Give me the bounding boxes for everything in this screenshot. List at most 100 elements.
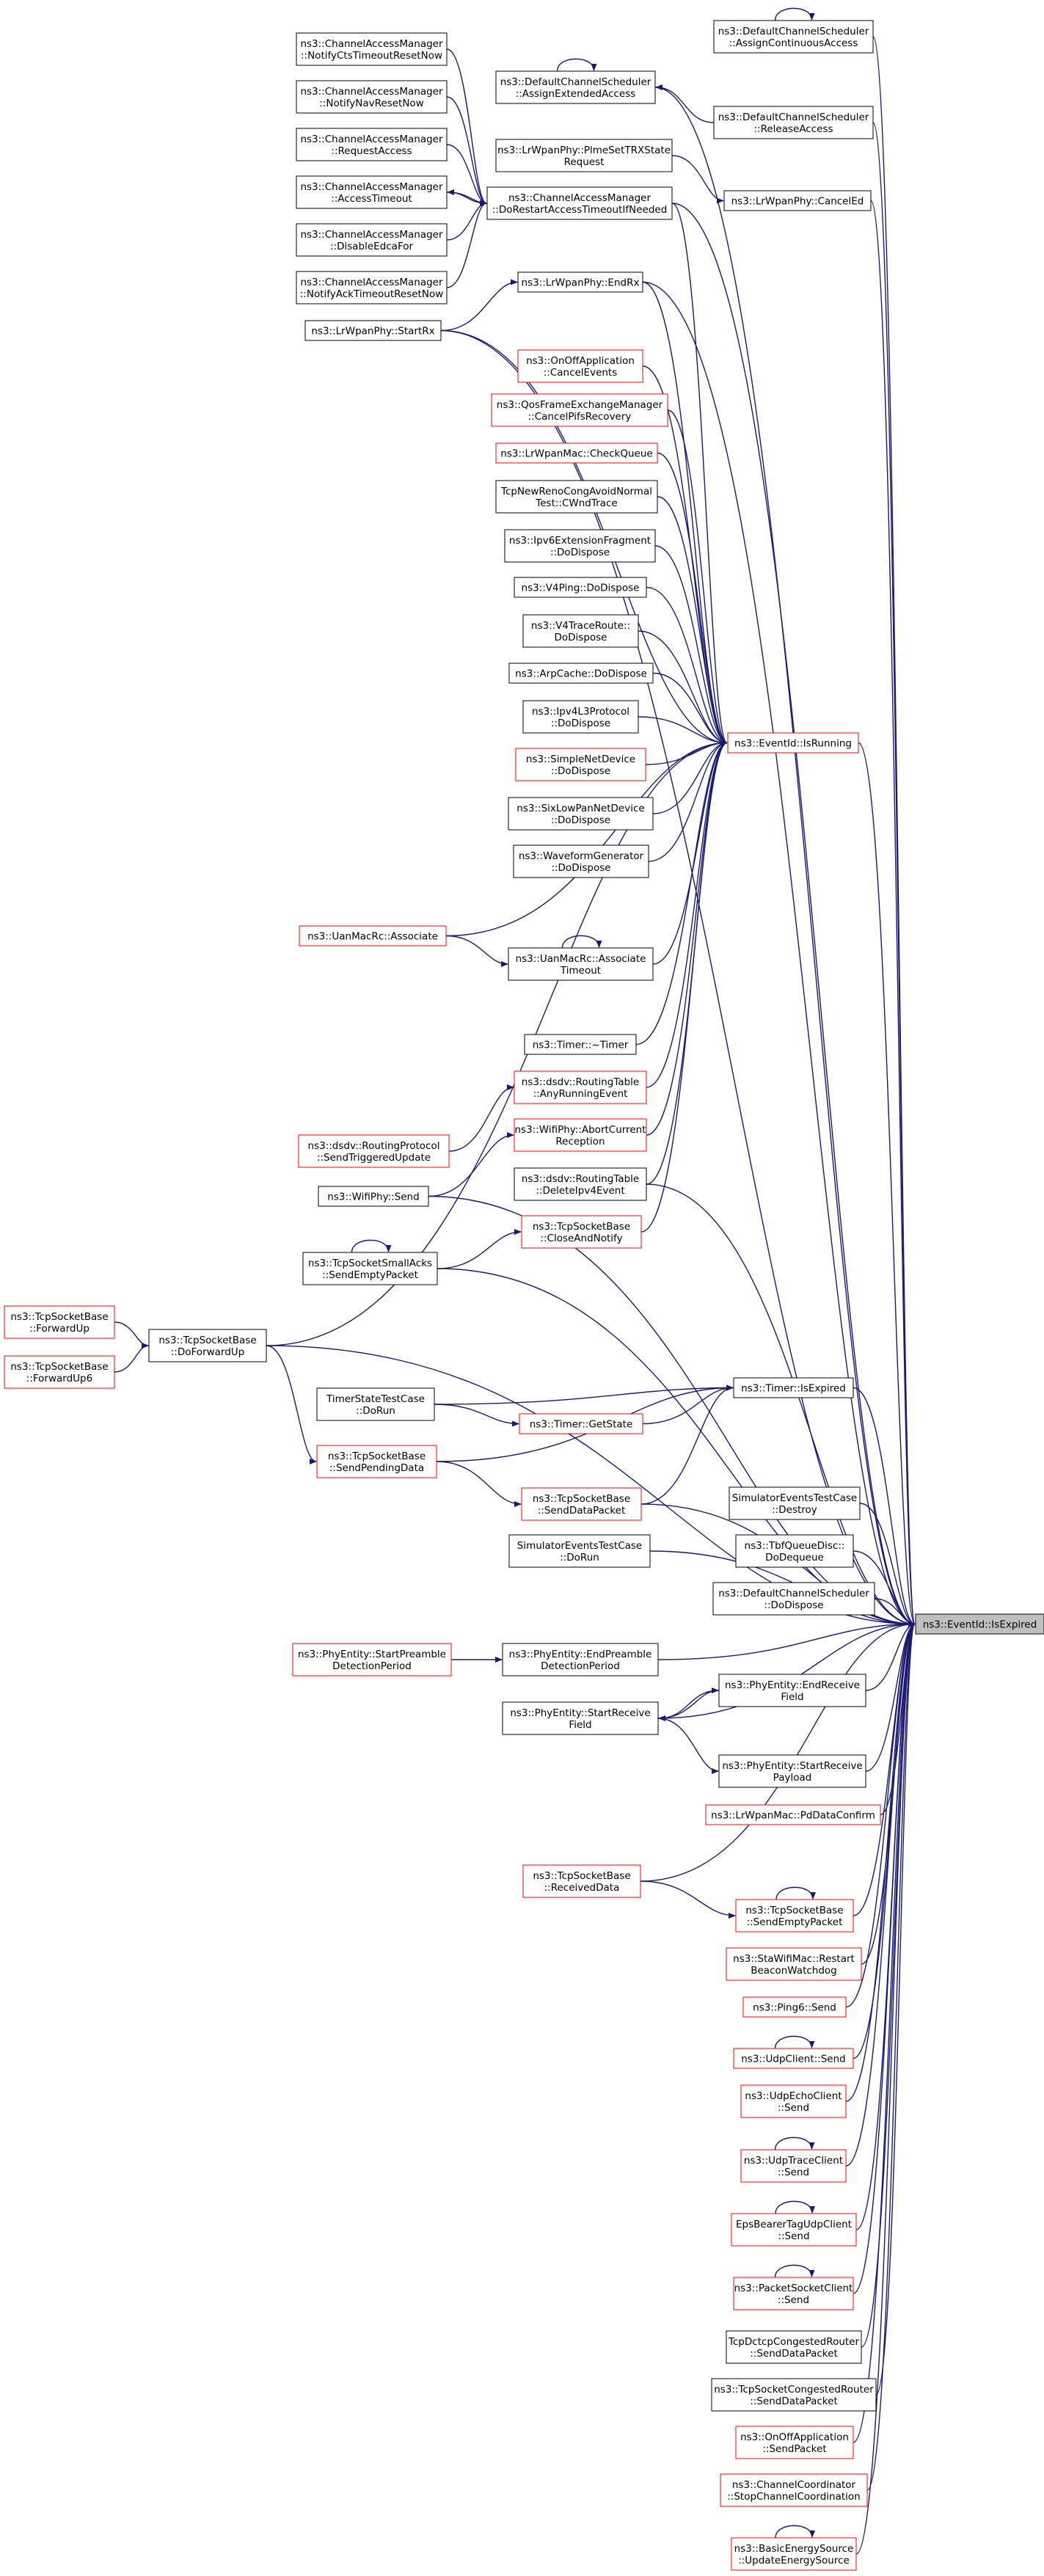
node-simevents-dorun[interactable]: SimulatorEventsTestCase::DoRun — [508, 1534, 651, 1568]
node-cam-dorestart[interactable]: ns3::ChannelAccessManager::DoRestartAcce… — [486, 186, 673, 220]
node-tcpsb-closenotify[interactable]: ns3::TcpSocketBase::CloseAndNotify — [521, 1215, 642, 1249]
node-ping6-send[interactable]: ns3::Ping6::Send — [742, 1996, 847, 2018]
node-simplenet[interactable]: ns3::SimpleNetDevice::DoDispose — [515, 748, 646, 781]
node-onoff-sendpacket[interactable]: ns3::OnOffApplication::SendPacket — [735, 2426, 854, 2459]
node-cam-notifycts[interactable]: ns3::ChannelAccessManager::NotifyCtsTime… — [296, 32, 448, 66]
node-box — [148, 1329, 267, 1362]
node-timer-dtor[interactable]: ns3::Timer::~Timer — [524, 1034, 637, 1055]
node-tbf-dequeue[interactable]: ns3::TbfQueueDisc::DoDequeue — [735, 1534, 854, 1568]
node-lrphy-cancelEd[interactable]: ns3::LrWpanPhy::CancelEd — [723, 190, 872, 211]
node-tcpsb-fwdup6[interactable]: ns3::TcpSocketBase::ForwardUp6 — [4, 1355, 115, 1389]
node-epsbearer-send[interactable]: EpsBearerTagUdpClient::Send — [731, 2213, 857, 2247]
node-isrunning[interactable]: ns3::EventId::IsRunning — [727, 732, 859, 754]
call-edge-dcs_assignext-to-isexpired — [654, 87, 916, 1627]
node-tcpsmallacks[interactable]: ns3::TcpSocketSmallAcks::SendEmptyPacket — [302, 1252, 438, 1285]
call-edge-tcpsocketcong_send-to-isexpired — [875, 1621, 916, 2396]
node-label: ::DisableEdcaFor — [330, 241, 414, 252]
call-edge-timer_dtor-to-isrunning — [635, 740, 728, 1046]
node-dsdv-delete[interactable]: ns3::dsdv::RoutingTable::DeleteIpv4Event — [514, 1167, 647, 1201]
node-dsdv-sendtrig[interactable]: ns3::dsdv::RoutingProtocol::SendTriggere… — [298, 1134, 450, 1168]
node-phy-endpreamble[interactable]: ns3::PhyEntity::EndPreambleDetectionPeri… — [502, 1643, 659, 1676]
node-waveform[interactable]: ns3::WaveformGenerator::DoDispose — [513, 844, 649, 878]
node-dcs-assignext[interactable]: ns3::DefaultChannelScheduler::AssignExte… — [495, 70, 656, 104]
node-box — [915, 1613, 1044, 1635]
node-ipv6ext[interactable]: ns3::Ipv6ExtensionFragment::DoDispose — [504, 529, 656, 563]
node-arpcache[interactable]: ns3::ArpCache::DoDispose — [508, 663, 654, 684]
call-edge-phy_startpayload-to-isexpired — [865, 1621, 916, 1772]
node-dcs-dispose[interactable]: ns3::DefaultChannelScheduler::DoDispose — [712, 1582, 875, 1616]
node-udptrace-send[interactable]: ns3::UdpTraceClient::Send — [740, 2149, 847, 2183]
node-v4trace[interactable]: ns3::V4TraceRoute::DoDispose — [522, 614, 639, 648]
node-box — [718, 1674, 866, 1707]
node-isexpired[interactable]: ns3::EventId::IsExpired — [915, 1613, 1044, 1635]
call-edge-dcs_assignext-to-dcs_assignext — [556, 58, 597, 72]
node-sixlowpan[interactable]: ns3::SixLowPanNetDevice::DoDispose — [508, 797, 654, 831]
node-v4ping[interactable]: ns3::V4Ping::DoDispose — [514, 577, 647, 598]
node-box — [718, 1754, 866, 1788]
node-timer-getstate[interactable]: ns3::Timer::GetState — [519, 1413, 643, 1434]
node-tcpsb-doforward[interactable]: ns3::TcpSocketBase::DoForwardUp — [148, 1329, 267, 1362]
node-dsdv-anyrunning[interactable]: ns3::dsdv::RoutingTable::AnyRunningEvent — [514, 1070, 647, 1104]
node-tcpsb-fwdup[interactable]: ns3::TcpSocketBase::ForwardUp — [4, 1305, 115, 1339]
node-packetsocket-send[interactable]: ns3::PacketSocketClient::Send — [733, 2277, 854, 2310]
node-label: ns3::WaveformGenerator — [519, 850, 644, 862]
node-label: ::NotifyNavResetNow — [319, 98, 423, 109]
node-label: ::SendPacket — [762, 2443, 826, 2455]
node-label: Payload — [773, 1772, 812, 1784]
node-udpclient-send[interactable]: ns3::UdpClient::Send — [733, 2048, 854, 2069]
node-box — [522, 1864, 641, 1898]
node-box — [519, 1413, 643, 1434]
node-tcpsb-sendempty[interactable]: ns3::TcpSocketBase::SendEmptyPacket — [735, 1899, 854, 1933]
node-label: ns3::PhyEntity::EndPreamble — [509, 1649, 652, 1660]
node-box — [735, 1534, 854, 1568]
node-uan-assoc[interactable]: ns3::UanMacRc::Associate — [299, 925, 447, 946]
node-label: ::DoDispose — [764, 1599, 823, 1611]
node-box — [508, 1534, 651, 1568]
node-wifiphy-send[interactable]: ns3::WifiPhy::Send — [318, 1186, 429, 1207]
node-lrphy-startrx[interactable]: ns3::LrWpanPhy::StartRx — [304, 320, 442, 341]
node-basicenergy-update[interactable]: ns3::BasicEnergySource::UpdateEnergySour… — [731, 2537, 857, 2571]
node-box — [735, 1899, 854, 1933]
node-dcs-assigncont[interactable]: ns3::DefaultChannelScheduler::AssignCont… — [713, 20, 874, 54]
node-lrphy-endrx[interactable]: ns3::LrWpanPhy::EndRx — [517, 271, 643, 293]
node-lrmac-checkq[interactable]: ns3::LrWpanMac::CheckQueue — [495, 442, 658, 464]
node-cam-notifyack[interactable]: ns3::ChannelAccessManager::NotifyAckTime… — [296, 271, 448, 304]
node-simevents-destroy[interactable]: SimulatorEventsTestCase::Destroy — [729, 1486, 861, 1520]
node-tcpsocketcong-send[interactable]: ns3::TcpSocketCongestedRouter::SendDataP… — [711, 2378, 877, 2412]
node-timer-isexpired[interactable]: ns3::Timer::IsExpired — [733, 1377, 854, 1398]
node-chcoord-stop[interactable]: ns3::ChannelCoordinator::StopChannelCoor… — [720, 2473, 868, 2507]
node-qos-cancel[interactable]: ns3::QosFrameExchangeManager::CancelPifs… — [491, 393, 668, 427]
node-udpecho-send[interactable]: ns3::UdpEchoClient::Send — [740, 2084, 847, 2118]
node-tcpsb-sendpending[interactable]: ns3::TcpSocketBase::SendPendingData — [316, 1445, 437, 1478]
node-label: ::RequestAccess — [331, 145, 412, 157]
node-dcs-release[interactable]: ns3::DefaultChannelScheduler::ReleaseAcc… — [713, 106, 874, 139]
node-label: ::SendDataPacket — [538, 1505, 626, 1517]
node-tcpsb-received[interactable]: ns3::TcpSocketBase::ReceivedData — [522, 1864, 641, 1898]
node-tcpsb-senddata[interactable]: ns3::TcpSocketBase::SendDataPacket — [521, 1487, 642, 1521]
node-lrmac-pddata[interactable]: ns3::LrWpanMac::PdDataConfirm — [705, 1804, 881, 1825]
node-box — [502, 1643, 659, 1676]
node-cam-disableedca[interactable]: ns3::ChannelAccessManager::DisableEdcaFo… — [296, 223, 448, 257]
node-ipv4l3[interactable]: ns3::Ipv4L3Protocol::DoDispose — [522, 700, 639, 734]
node-cam-accesstimeout[interactable]: ns3::ChannelAccessManager::AccessTimeout — [296, 175, 448, 209]
node-timerstate-dorun[interactable]: TimerStateTestCase::DoRun — [316, 1387, 435, 1421]
node-label: ::DoDispose — [551, 814, 610, 826]
node-cam-request[interactable]: ns3::ChannelAccessManager::RequestAccess — [296, 128, 448, 161]
node-box — [513, 844, 649, 878]
node-tcpdctcp-send[interactable]: TcpDctcpCongestedRouter::SendDataPacket — [726, 2330, 862, 2364]
node-box — [733, 2048, 854, 2069]
node-onoff-cancel[interactable]: ns3::OnOffApplication::CancelEvents — [517, 349, 643, 383]
node-label: ::SendDataPacket — [750, 2396, 838, 2407]
node-cam-notifynav[interactable]: ns3::ChannelAccessManager::NotifyNavRese… — [296, 80, 448, 114]
node-label: ::AccessTimeout — [331, 193, 412, 205]
node-phy-startpreamble[interactable]: ns3::PhyEntity::StartPreambleDetectionPe… — [292, 1643, 452, 1676]
node-label: ::AssignExtendedAccess — [516, 88, 636, 100]
